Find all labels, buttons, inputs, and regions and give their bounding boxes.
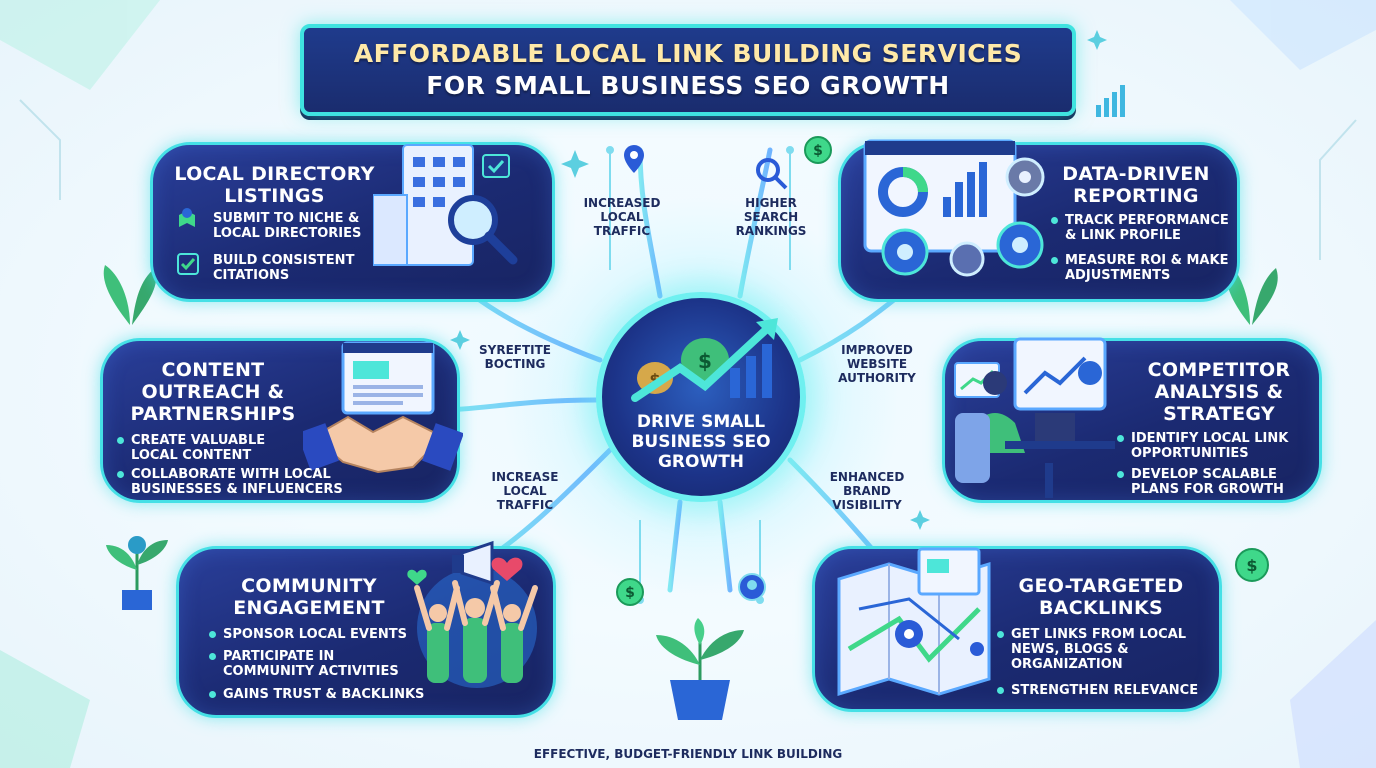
card-title: GEO-TARGETED BACKLINKS: [1018, 575, 1184, 619]
plant-icon-left: [103, 265, 157, 325]
magnifier-icon: [756, 158, 788, 190]
benefit-improved-authority: IMPROVED WEBSITE AUTHORITY: [838, 343, 916, 385]
dashboard-gears-icon: [863, 139, 1045, 277]
dollar-coin-icon-top: $: [804, 136, 832, 164]
svg-text:$: $: [698, 349, 712, 373]
svg-text:$: $: [1246, 556, 1257, 575]
center-title: DRIVE SMALL BUSINESS SEO GROWTH: [631, 412, 771, 472]
bullet: BUILD CONSISTENT CITATIONS: [213, 253, 355, 283]
card-title: DATA-DRIVEN REPORTING: [1062, 163, 1210, 207]
card-title: LOCAL DIRECTORY LISTINGS: [174, 163, 375, 207]
card-title: COMMUNITY ENGAGEMENT: [233, 575, 385, 619]
benefit-enhanced-visibility: ENHANCED BRAND VISIBILITY: [829, 470, 905, 512]
bar-chart-icon-small: [1096, 85, 1125, 117]
map-icon: [837, 547, 991, 697]
badge-icon-bottom: [738, 573, 766, 601]
bullet: COLLABORATE WITH LOCAL BUSINESSES & INFL…: [117, 467, 361, 497]
title-line-2: FOR SMALL BUSINESS SEO GROWTH: [426, 71, 950, 100]
potted-plant-icon-center: [656, 618, 744, 720]
building-search-icon: [373, 144, 518, 266]
card-competitor: COMPETITOR ANALYSIS & STRATEGY IDENTIFY …: [942, 337, 1322, 503]
svg-text:$: $: [625, 585, 635, 601]
bullet: GAINS TRUST & BACKLINKS: [209, 687, 443, 702]
bullet: SUBMIT TO NICHE & LOCAL DIRECTORIES: [213, 211, 362, 241]
benefit-increased-local-traffic: INCREASED LOCAL TRAFFIC: [583, 196, 661, 238]
bullet: STRENGTHEN RELEVANCE: [997, 683, 1201, 698]
svg-text:$: $: [813, 143, 823, 159]
card-local-directory: LOCAL DIRECTORY LISTINGS SUBMIT TO NICHE…: [150, 142, 555, 302]
bullet: PARTICIPATE IN COMMUNITY ACTIVITIES: [209, 649, 403, 679]
title-banner: AFFORDABLE LOCAL LINK BUILDING SERVICES …: [300, 24, 1076, 116]
dollar-coin-icon-bottom-left: $: [616, 578, 644, 606]
bullet: CREATE VALUABLE LOCAL CONTENT: [117, 433, 311, 463]
checkbox-icon: [177, 253, 199, 275]
bullet: TRACK PERFORMANCE & LINK PROFILE: [1051, 213, 1235, 243]
bullet: DEVELOP SCALABLE PLANS FOR GROWTH: [1117, 467, 1311, 497]
bullet: SPONSOR LOCAL EVENTS: [209, 627, 423, 642]
dollar-coin-icon-right: $: [1235, 548, 1269, 582]
map-pin-icon: [624, 145, 644, 173]
card-content-outreach: CONTENT OUTREACH & PARTNERSHIPS CREATE V…: [100, 338, 463, 503]
card-title: COMPETITOR ANALYSIS & STRATEGY: [1147, 359, 1291, 425]
benefit-syrefite: SYREFTITE BOCTING: [479, 343, 551, 371]
crowd-megaphone-icon: [407, 540, 538, 688]
benefit-increase-local-traffic: INCREASE LOCAL TRAFFIC: [491, 470, 559, 512]
bullet: MEASURE ROI & MAKE ADJUSTMENTS: [1051, 253, 1235, 283]
card-title: CONTENT OUTREACH & PARTNERSHIPS: [130, 359, 296, 425]
card-community: COMMUNITY ENGAGEMENT SPONSOR LOCAL EVENT…: [176, 540, 556, 718]
svg-text:$: $: [649, 370, 660, 389]
analyst-desk-icon: [954, 337, 1115, 498]
bullet: GET LINKS FROM LOCAL NEWS, BLOGS & ORGAN…: [997, 627, 1201, 672]
title-line-1: AFFORDABLE LOCAL LINK BUILDING SERVICES: [353, 39, 1023, 68]
center-hub: $ $: [596, 292, 806, 502]
bullet: IDENTIFY LOCAL LINK OPPORTUNITIES: [1117, 431, 1311, 461]
handshake-icon: [303, 341, 463, 474]
card-data-reporting: DATA-DRIVEN REPORTING TRACK PERFORMANCE …: [838, 139, 1240, 302]
footer-tagline: EFFECTIVE, BUDGET-FRIENDLY LINK BUILDING: [533, 747, 843, 761]
map-pin-icon: [179, 208, 195, 227]
money-growth-icon: $ $: [631, 318, 778, 402]
card-geo: GEO-TARGETED BACKLINKS GET LINKS FROM LO…: [812, 546, 1222, 712]
potted-plant-icon-left: [106, 536, 168, 610]
benefit-higher-rankings: HIGHER SEARCH RANKINGS: [735, 196, 807, 238]
